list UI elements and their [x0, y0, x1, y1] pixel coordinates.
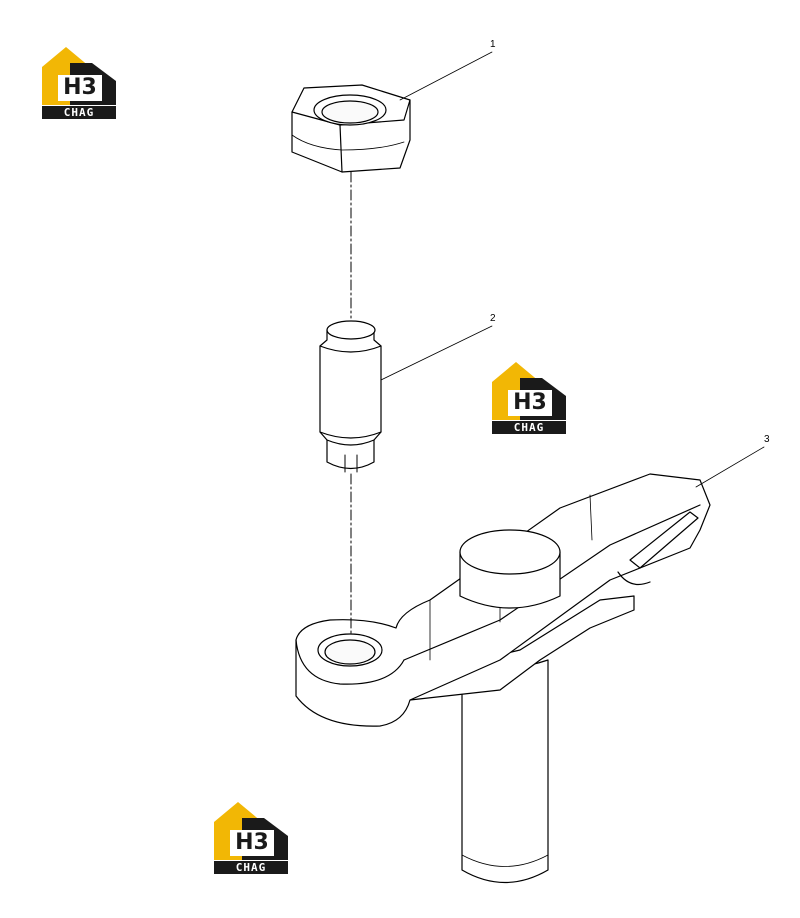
logo-text: CHAG	[42, 106, 116, 119]
leader-line-2	[380, 325, 493, 381]
logo-letters: H3	[235, 830, 269, 855]
logo-text: CHAG	[214, 861, 288, 874]
logo-letters: H3	[63, 75, 97, 100]
hex-nut-part	[291, 84, 411, 173]
leader-line-3	[695, 446, 765, 488]
callout-2: 2	[490, 313, 496, 324]
stud-part	[319, 320, 382, 473]
lever-part	[295, 473, 711, 884]
house-logo-icon	[42, 47, 116, 105]
house-logo-icon	[214, 802, 288, 860]
leader-line-1	[399, 51, 493, 101]
watermark-logo-3: H3 CHAG	[212, 800, 290, 874]
callout-1: 1	[490, 39, 496, 50]
callout-3: 3	[764, 434, 770, 445]
watermark-logo-1: H3 CHAG	[40, 45, 118, 119]
house-logo-icon	[492, 362, 566, 420]
logo-letters: H3	[513, 390, 547, 415]
watermark-logo-2: H3 CHAG	[490, 360, 568, 434]
logo-text: CHAG	[492, 421, 566, 434]
